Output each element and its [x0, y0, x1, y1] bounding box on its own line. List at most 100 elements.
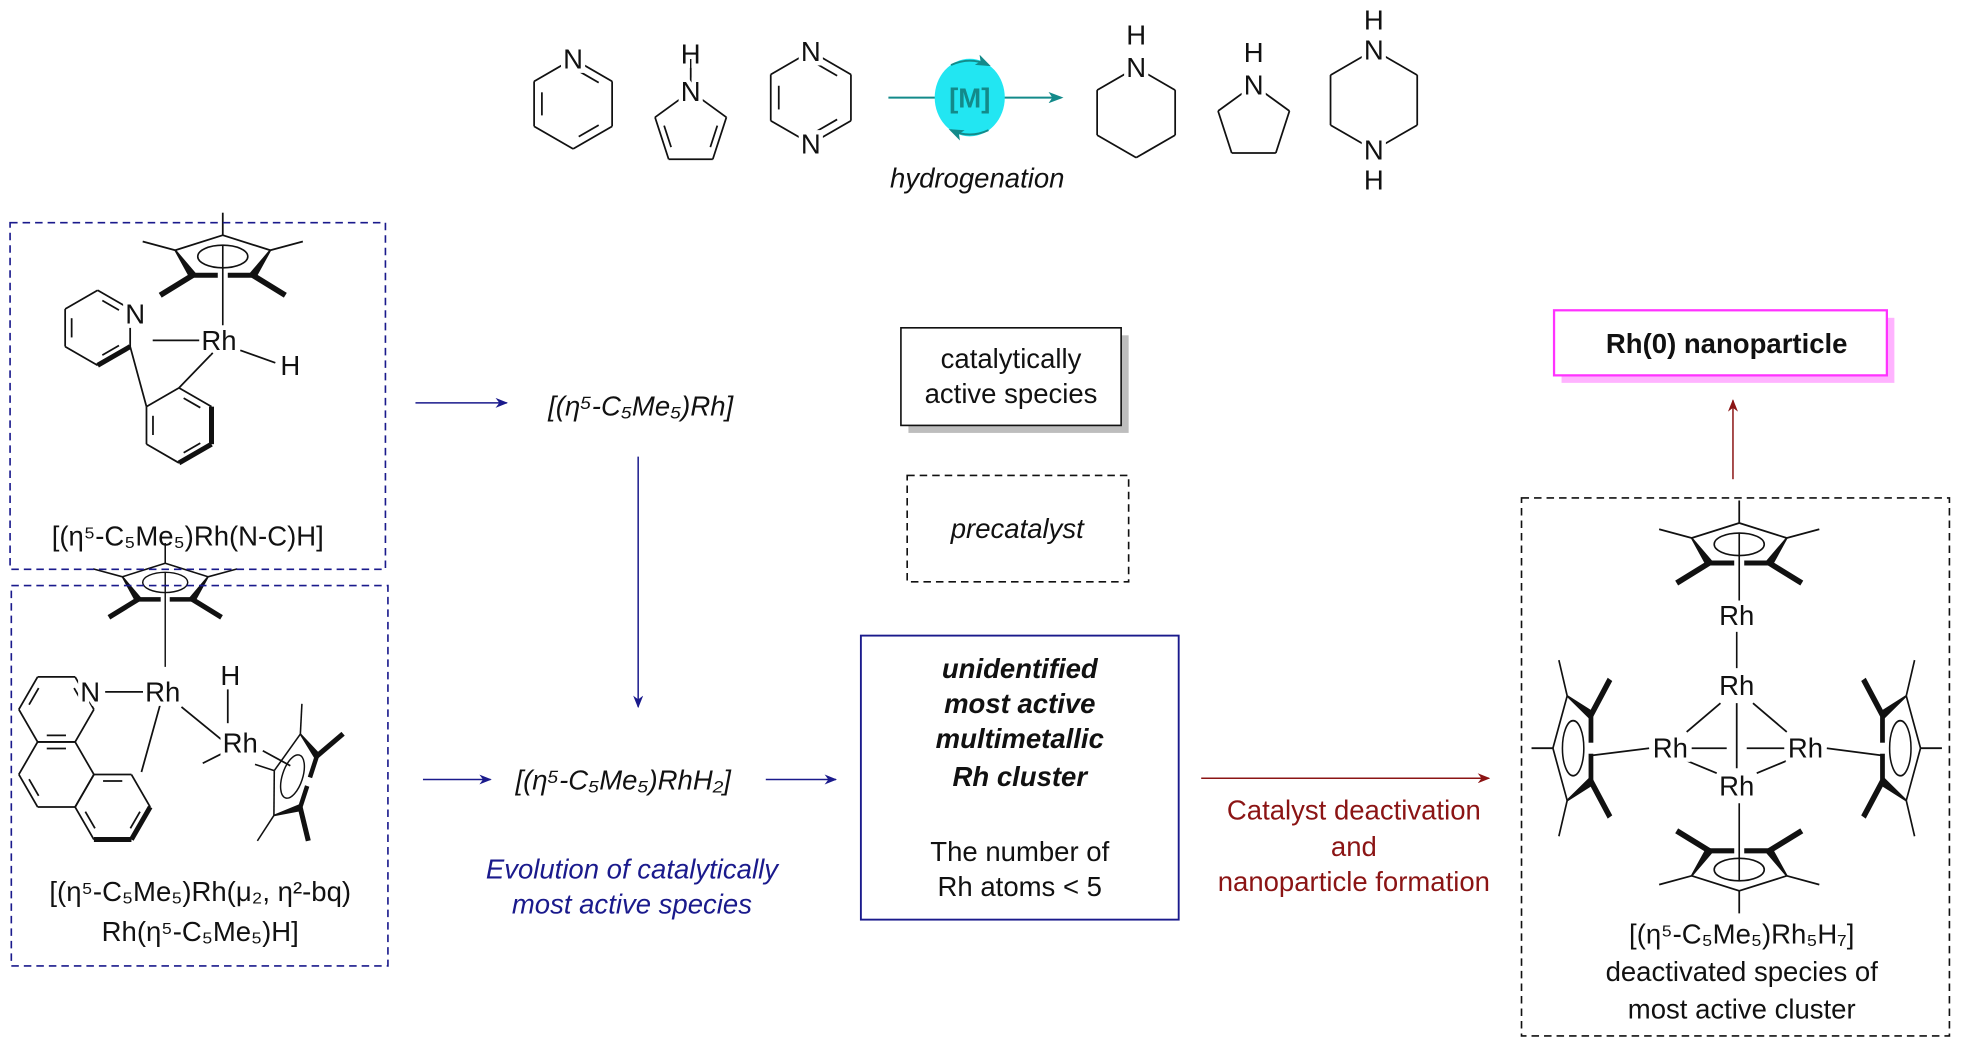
atom-n: N — [125, 299, 145, 330]
wedge-bond — [187, 576, 209, 601]
cluster-line5: The number of — [930, 836, 1109, 867]
ring-bond — [1096, 134, 1137, 159]
bond — [1905, 800, 1916, 837]
intermediate-cp-rh: [(η⁵-C₅Me₅)Rh] — [547, 390, 734, 421]
atom-rh: Rh — [1719, 770, 1754, 801]
benzoquinoline-ligand — [18, 676, 291, 843]
double-bond — [816, 118, 838, 133]
atom-n: N — [563, 43, 583, 74]
precatalyst-box-2 — [10, 584, 389, 967]
precatalyst-box-1 — [9, 221, 387, 571]
bond — [107, 597, 140, 620]
wedge-bond — [1690, 849, 1715, 877]
bond — [1675, 828, 1711, 854]
double-bond — [101, 344, 120, 356]
bond — [1588, 779, 1613, 819]
atom-rh: Rh — [1788, 733, 1823, 764]
ring-bond — [146, 387, 180, 408]
atom-h: H — [1244, 37, 1264, 68]
wedge-bond — [1566, 775, 1592, 802]
atom-h: H — [1364, 5, 1384, 36]
bond — [1686, 759, 1718, 775]
bond — [1861, 779, 1885, 819]
active-cluster-box — [859, 634, 1180, 921]
bond — [1756, 759, 1788, 775]
bond — [1552, 695, 1568, 749]
bond — [1675, 560, 1711, 586]
bond — [1752, 702, 1788, 733]
bond — [262, 749, 291, 767]
bond — [207, 568, 238, 578]
double-bond — [28, 687, 40, 706]
bond — [1691, 522, 1740, 539]
deactivation-line2: and — [1331, 831, 1377, 862]
intermediate-cp-rhh2: [(η⁵-C₅Me₅)RhH₂] — [514, 765, 732, 796]
ring-bond — [74, 741, 95, 775]
double-bond — [578, 70, 600, 84]
wedge-bond — [1763, 849, 1788, 877]
wedge-bond — [1690, 537, 1715, 564]
ring-bond — [1373, 49, 1418, 76]
bond — [202, 752, 224, 765]
cluster-line4: Rh cluster — [953, 761, 1089, 792]
bond — [298, 785, 310, 809]
cluster-line6: Rh atoms < 5 — [938, 871, 1102, 902]
nanoparticle-box — [1552, 309, 1888, 377]
double-bond — [183, 397, 201, 409]
legend-precatalyst: precatalyst — [906, 474, 1130, 583]
double-bond — [129, 811, 141, 829]
bond — [1558, 800, 1568, 837]
phenylpyridine-ligand — [64, 289, 276, 466]
atom-n: N — [801, 36, 821, 67]
catalyst-label: [M] — [949, 83, 990, 114]
aromatic-circle — [1561, 719, 1585, 777]
evolution-caption-line1: Evolution of catalytically — [486, 853, 780, 884]
bond — [1905, 659, 1916, 697]
cp-star-ligand — [1531, 659, 1613, 837]
bond — [254, 763, 275, 772]
ring-bond — [18, 708, 39, 743]
double-bond — [663, 125, 672, 148]
wedge-bond — [1763, 537, 1788, 564]
wedge-bond — [1566, 695, 1592, 722]
ring-bond — [572, 58, 613, 83]
piperidine — [1096, 66, 1177, 159]
deactivated-species-box — [1520, 497, 1951, 1037]
atom-n: N — [1364, 135, 1384, 166]
double-bond — [578, 124, 600, 138]
cluster-line1: unidentified — [942, 653, 1099, 684]
bond — [1786, 874, 1820, 886]
bond — [1588, 747, 1650, 757]
ring-bond — [97, 289, 131, 310]
precatalyst-2-label-line2: Rh(η⁵-C₅Me₅)H] — [102, 916, 299, 947]
atom-rh: Rh — [1719, 600, 1754, 631]
atom-n: N — [80, 676, 100, 707]
atom-n: N — [1126, 52, 1146, 83]
bond — [1552, 747, 1568, 801]
double-bond — [709, 125, 719, 148]
aromatic-circle — [1888, 719, 1912, 777]
bond — [273, 770, 276, 816]
rh5-cluster — [1588, 631, 1885, 775]
deactivation-line3: nanoparticle formation — [1218, 866, 1490, 897]
ring-bond — [1330, 49, 1375, 76]
double-bond — [28, 778, 40, 797]
atom-rh: Rh — [223, 728, 258, 759]
cycle-arrow-icon — [950, 54, 991, 67]
bond — [270, 240, 304, 252]
ring-bond — [1330, 124, 1375, 151]
double-bond — [816, 63, 838, 77]
bond — [180, 706, 224, 742]
bond — [1658, 528, 1692, 539]
bond — [129, 346, 148, 407]
ring-bond — [711, 117, 728, 160]
ring-bond — [1217, 84, 1255, 112]
bond — [256, 815, 275, 842]
ring-bond — [770, 50, 812, 76]
double-bond — [84, 811, 96, 829]
atom-n: N — [1244, 70, 1264, 101]
bond — [1658, 874, 1692, 886]
wedge-bond — [1881, 775, 1907, 802]
